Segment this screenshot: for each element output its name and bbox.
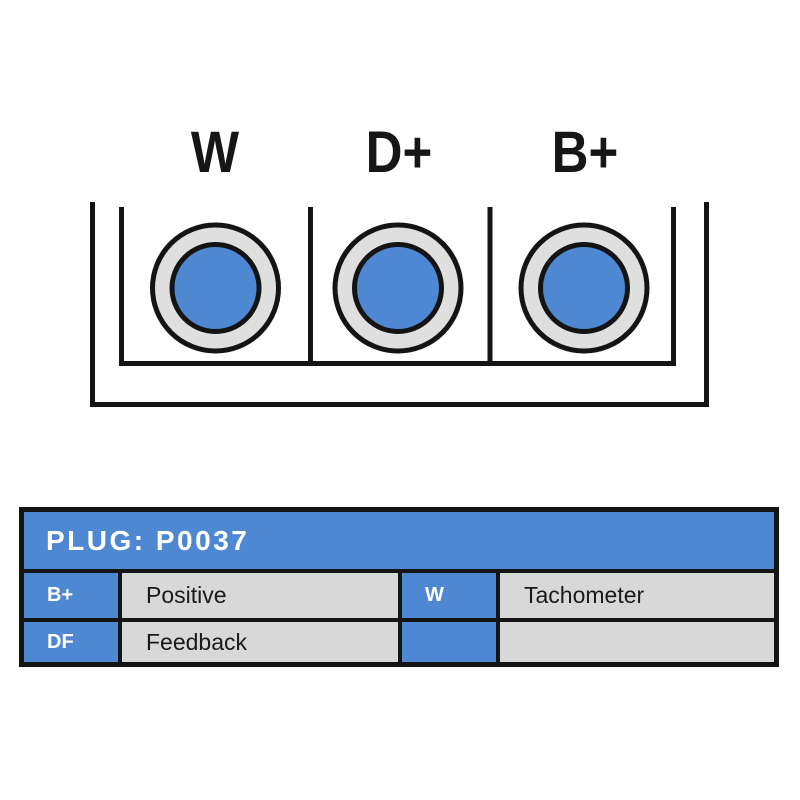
desc-cell-positive: Positive [122, 573, 398, 618]
pin-label-d-plus: D+ [365, 120, 433, 185]
desc-cell-feedback: Feedback [122, 622, 398, 662]
plug-connector-diagram [90, 202, 709, 407]
pin-label-b-plus: B+ [551, 120, 619, 185]
terminal-d-plus-core [352, 242, 444, 334]
pin-label-w: W [190, 120, 240, 185]
terminal-d-plus [332, 222, 464, 354]
plug-table-title: PLUG: P0037 [24, 512, 774, 569]
terminal-w [150, 222, 281, 354]
pin-cell-b-plus: B+ [24, 573, 118, 618]
desc-cell-empty [500, 622, 774, 662]
pin-cell-empty [402, 622, 496, 662]
pin-cell-w: W [402, 573, 496, 618]
terminal-b-plus-core [538, 242, 630, 334]
terminal-b-plus [518, 222, 650, 354]
outer-housing-outline [90, 202, 709, 407]
inner-housing-outline [119, 207, 676, 366]
desc-cell-tachometer: Tachometer [500, 573, 774, 618]
plug-pinout-table: PLUG: P0037 B+ Positive W Tachometer DF … [19, 507, 779, 667]
terminal-w-core [169, 242, 262, 334]
pin-cell-df: DF [24, 622, 118, 662]
